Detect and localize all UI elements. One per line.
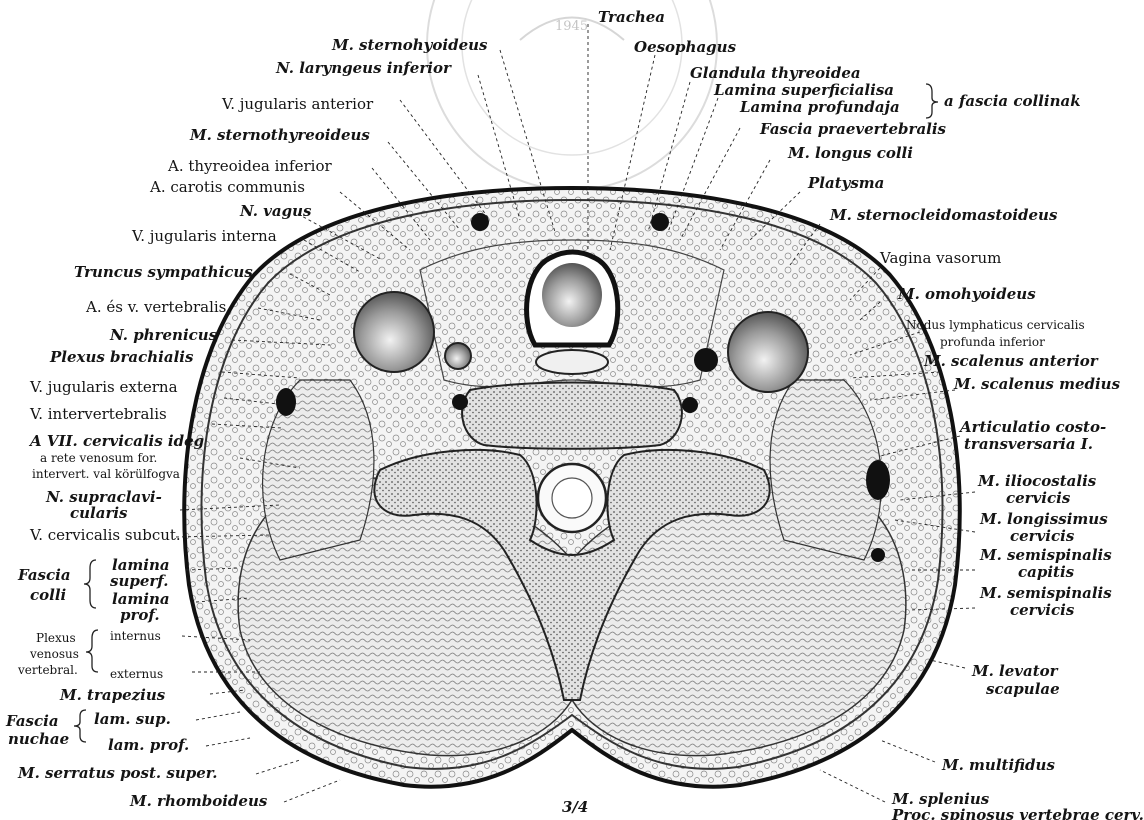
label-m-semispinalis-cervicis-1: M. semispinalis	[979, 584, 1112, 602]
small-vessel-ant-2	[651, 213, 669, 231]
trachea-lumen	[542, 263, 602, 327]
label-vagina-vasorum: Vagina vasorum	[879, 249, 1001, 267]
label-fascia-colli-1: Fascia	[17, 566, 71, 584]
label-glandula-thyreoidea: Glandula thyreoidea	[690, 64, 861, 82]
label-m-scalenus-anterior: M. scalenus anterior	[923, 352, 1099, 370]
label-nodus-lymphaticus-2: profunda inferior	[940, 335, 1045, 349]
label-v-cervicalis-subcut: V. cervicalis subcut.	[29, 526, 181, 544]
brace-fascia-collinak	[926, 84, 938, 118]
label-externus: externus	[110, 667, 163, 681]
label-v-jugularis-externa: V. jugularis externa	[29, 378, 178, 396]
label-articulatio-2: transversaria I.	[964, 435, 1093, 453]
label-m-longissimus-2: cervicis	[1010, 527, 1075, 545]
label-a-fascia-collinak: a fascia collinak	[944, 92, 1081, 110]
label-v-jugularis-interna: V. jugularis interna	[131, 227, 277, 245]
jugular-vein-left	[354, 292, 434, 372]
label-fascia-praevertebralis: Fascia praevertebralis	[759, 120, 947, 138]
label-truncus-sympathicus: Truncus sympathicus	[74, 263, 253, 281]
label-proc-spinosus: Proc. spinosus vertebrae cerv. VII.	[891, 806, 1144, 820]
label-fascia-nuchae-1: Fascia	[5, 712, 59, 730]
label-m-multifidus: M. multifidus	[941, 756, 1055, 774]
vertebral-body	[462, 383, 682, 449]
label-m-iliocostalis-1: M. iliocostalis	[977, 472, 1097, 490]
label-plexus-venosus-2: venosus	[29, 647, 79, 661]
vertebral-vessel-right	[682, 397, 698, 413]
label-m-trapezius: M. trapezius	[59, 686, 166, 704]
carotid-right	[694, 348, 718, 372]
brace-fascia-nuchae	[74, 710, 86, 742]
label-n-supraclavicularis-2: cularis	[70, 504, 128, 522]
jugular-externa-right	[866, 460, 890, 500]
label-fascia-colli-2: colli	[30, 586, 67, 604]
label-m-semispinalis-capitis-1: M. semispinalis	[979, 546, 1112, 564]
brace-plexus-venosus	[86, 630, 98, 672]
label-lam-sup: lam. sup.	[94, 710, 171, 728]
label-m-semispinalis-capitis-2: capitis	[1018, 563, 1075, 581]
label-plexus-venosus-3: vertebral.	[17, 663, 78, 677]
label-platysma: Platysma	[807, 174, 884, 192]
label-plexus-brachialis: Plexus brachialis	[49, 348, 194, 366]
label-articulatio-1: Articulatio costo-	[958, 418, 1106, 436]
label-n-vagus: N. vagus	[239, 202, 312, 220]
label-trachea: Trachea	[598, 8, 665, 26]
label-internus: internus	[110, 629, 161, 643]
label-nodus-lymphaticus-1: Nodus lymphaticus cervicalis	[906, 318, 1085, 332]
jugular-externa-left	[276, 388, 296, 416]
label-oesophagus: Oesophagus	[634, 38, 737, 56]
brace-fascia-colli	[84, 560, 96, 608]
oesophagus-body	[536, 350, 608, 374]
label-a-thyreoidea-inferior: A. thyreoidea inferior	[167, 157, 332, 175]
neck-cross-section	[184, 188, 960, 787]
label-m-iliocostalis-2: cervicis	[1006, 489, 1071, 507]
label-n-laryngeus-inferior: N. laryngeus inferior	[275, 59, 452, 77]
scale-label: 3/4	[562, 798, 588, 816]
label-m-sternocleidomastoideus: M. sternocleidomastoideus	[829, 206, 1058, 224]
label-m-serratus: M. serratus post. super.	[17, 764, 218, 782]
vertebral-vessel-left	[452, 394, 468, 410]
label-a-vii-1: A VII. cervicalis ideg	[28, 432, 204, 450]
spinal-cord	[552, 478, 592, 518]
label-a-carotis-communis: A. carotis communis	[149, 178, 305, 196]
label-m-scalenus-medius: M. scalenus medius	[953, 375, 1121, 393]
carotid-left	[445, 343, 471, 369]
label-m-levator-2: scapulae	[986, 680, 1060, 698]
label-m-longus-colli: M. longus colli	[787, 144, 913, 162]
label-m-levator-1: M. levator	[971, 662, 1059, 680]
label-lamina-superficialisa: Lamina superficialisa	[713, 81, 894, 99]
label-m-sternohyoideus: M. sternohyoideus	[331, 36, 488, 54]
label-m-omohyoideus: M. omohyoideus	[897, 285, 1036, 303]
label-m-sternothyreoideus: M. sternothyreoideus	[189, 126, 370, 144]
small-vessel-right	[871, 548, 885, 562]
label-plexus-venosus-1: Plexus	[36, 631, 76, 645]
label-lamina-superf-2: superf.	[110, 572, 168, 590]
label-m-semispinalis-cervicis-2: cervicis	[1010, 601, 1075, 619]
label-a-vii-3: intervert. val körülfogva	[32, 467, 180, 481]
label-m-rhomboideus: M. rhomboideus	[129, 792, 268, 810]
jugular-vein-right	[728, 312, 808, 392]
label-v-intervertebralis: V. intervertebralis	[29, 405, 167, 423]
label-m-longissimus-1: M. longissimus	[979, 510, 1108, 528]
label-lamina-profundaja: Lamina profundaja	[739, 98, 900, 116]
label-lamina-prof-2: prof.	[120, 606, 160, 624]
label-fascia-nuchae-2: nuchae	[8, 730, 69, 748]
seal-year: 1945	[555, 19, 588, 34]
label-a-es-v-vertebralis: A. és v. vertebralis	[85, 298, 226, 316]
watermark-seal: 1945	[427, 0, 717, 190]
label-v-jugularis-anterior: V. jugularis anterior	[221, 95, 374, 113]
label-a-vii-2: a rete venosum for.	[40, 451, 157, 465]
label-lam-prof: lam. prof.	[108, 736, 189, 754]
label-n-phrenicus: N. phrenicus	[109, 326, 218, 344]
